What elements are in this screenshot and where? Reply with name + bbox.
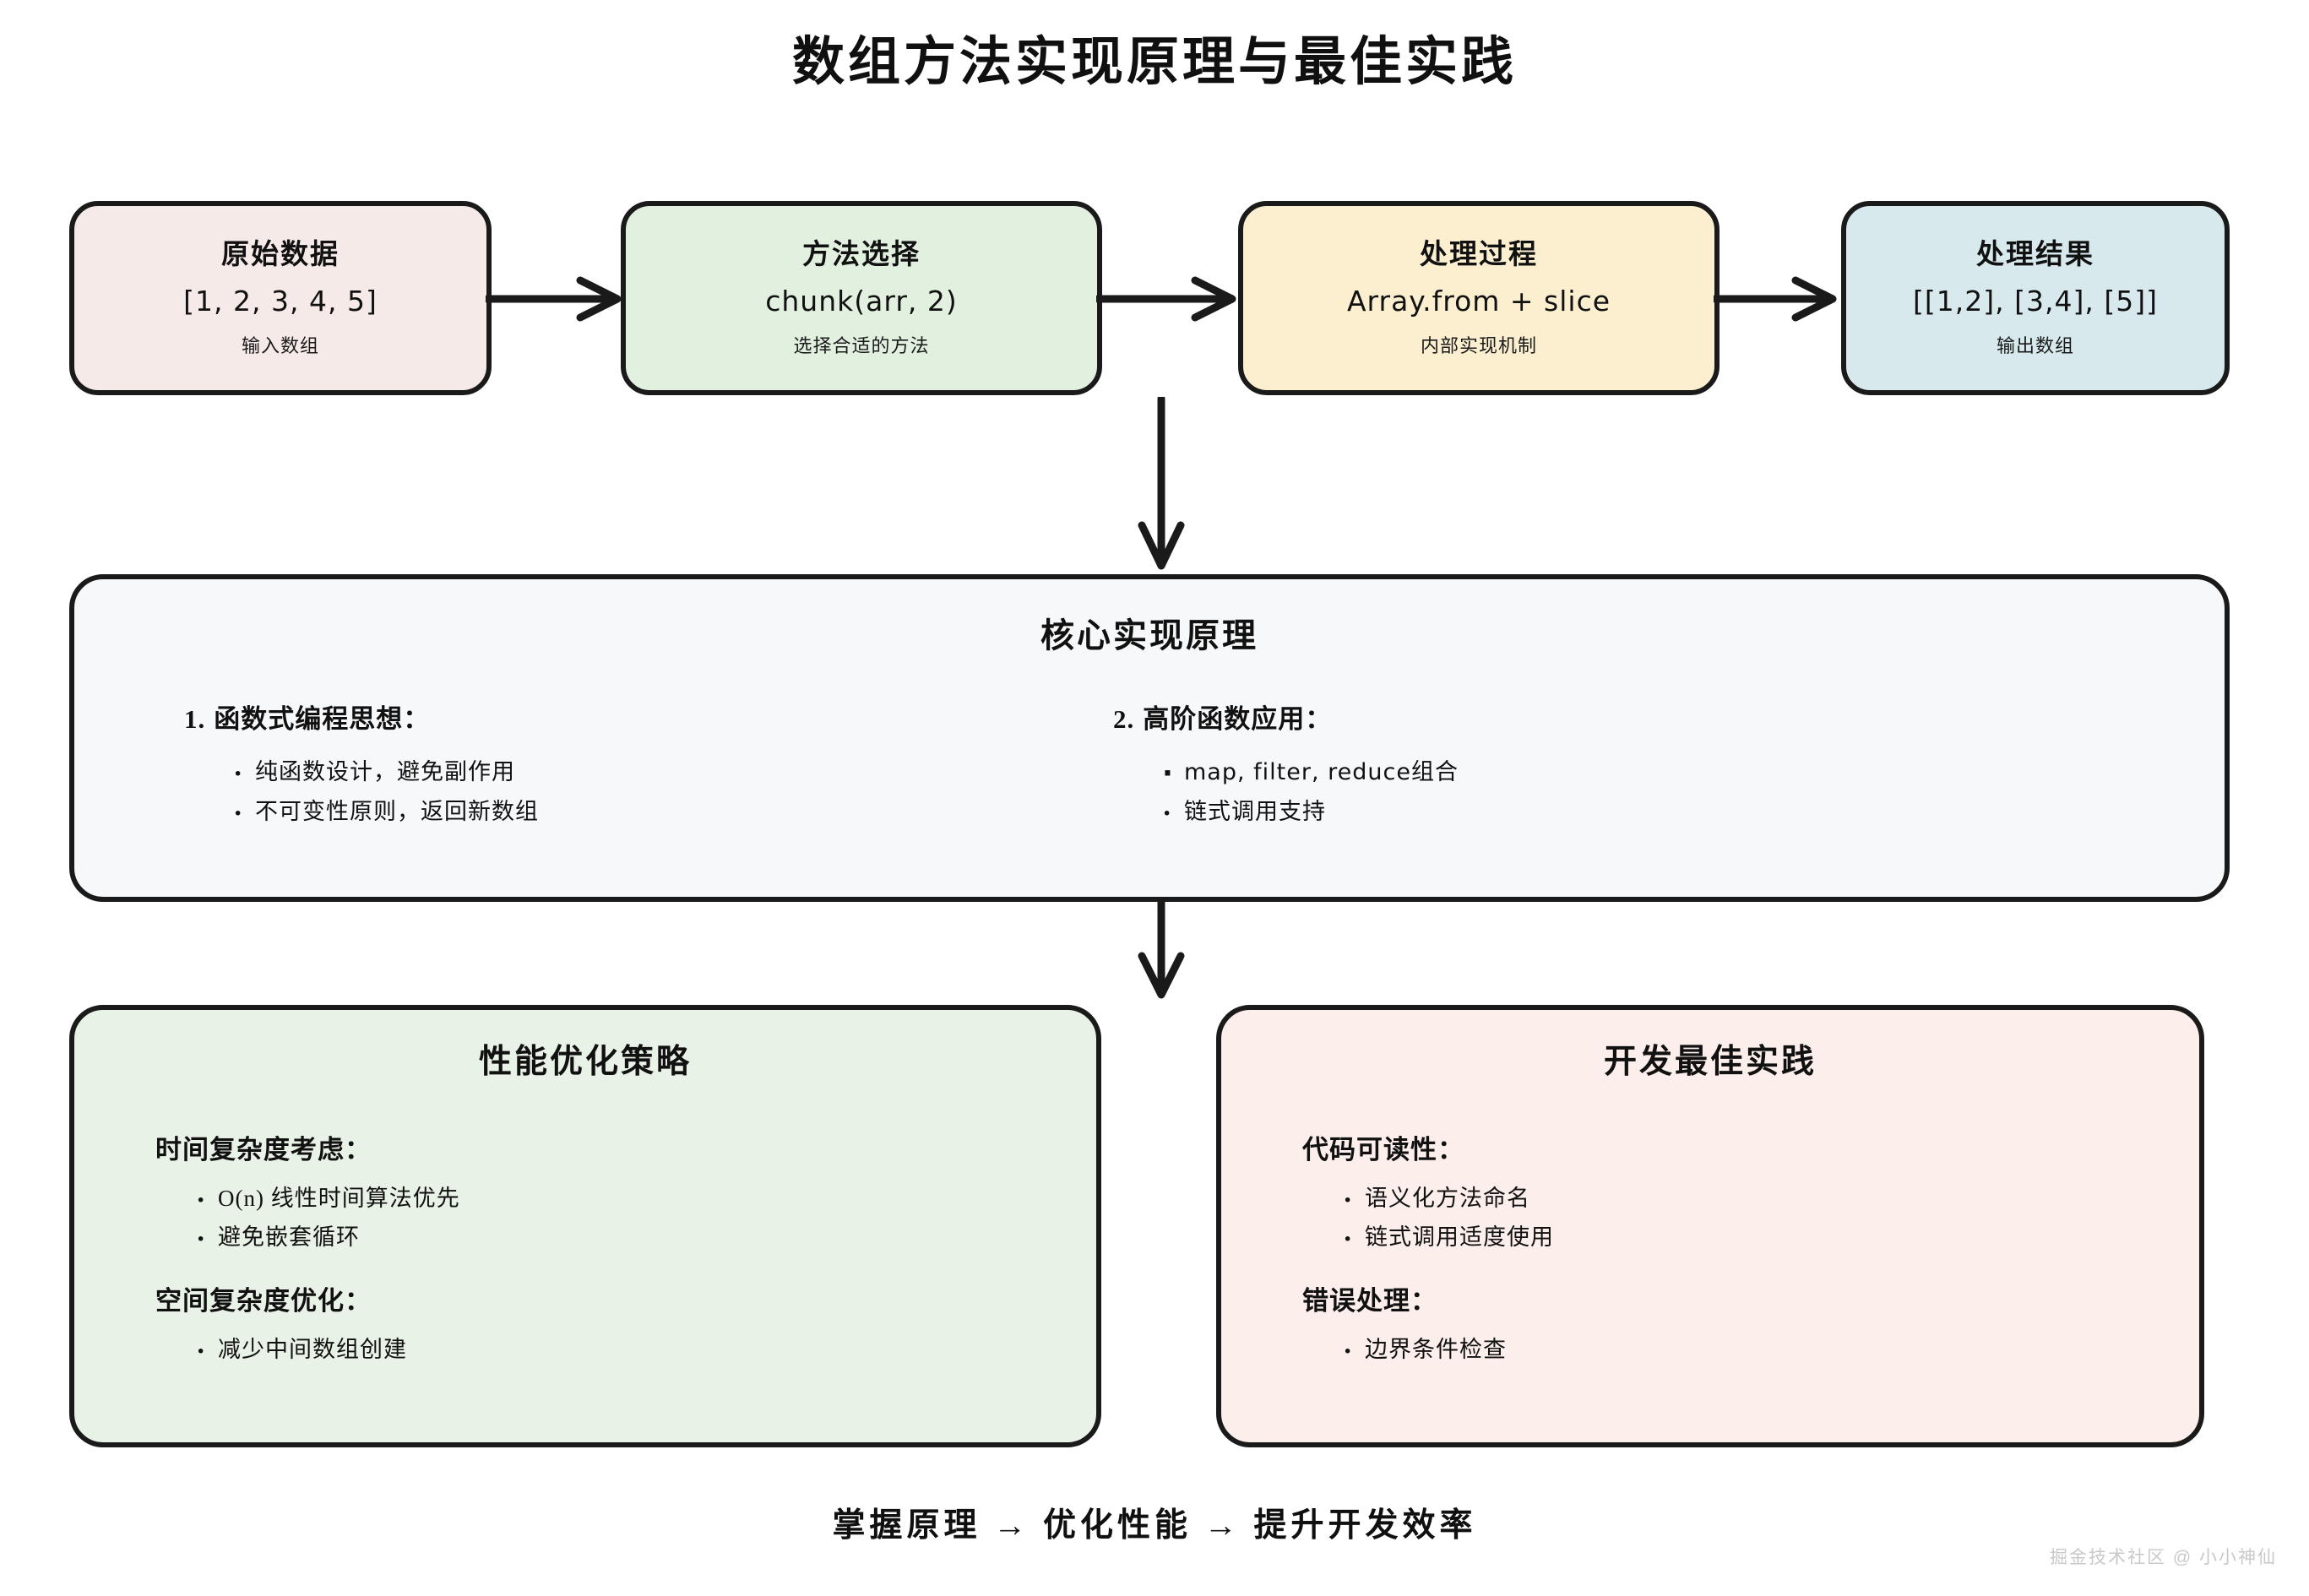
core-column-higher-order: 2. 高阶函数应用： map, filter, reduce组合 链式调用支持	[1113, 698, 2042, 839]
flow-node-result-caption: 输出数组	[1996, 334, 2074, 356]
flow-node-result-code: [[1,2], [3,4], [5]]	[1913, 285, 2158, 318]
performance-group-space-list: 减少中间数组创建	[155, 1327, 1096, 1376]
footer-summary: 掌握原理 → 优化性能 → 提升开发效率	[832, 1507, 1477, 1544]
best-practices-group-error-heading: 错误处理：	[1302, 1285, 1437, 1316]
core-column-functional-number: 1.	[184, 704, 206, 734]
core-column-higher-order-number: 2.	[1113, 704, 1135, 734]
best-practices-panel[interactable]: 开发最佳实践 代码可读性： 语义化方法命名 链式调用适度使用 错误处理： 边界条…	[1216, 1005, 2204, 1447]
core-panel-title: 核心实现原理	[1040, 616, 1258, 654]
core-column-higher-order-title: 高阶函数应用：	[1143, 704, 1333, 734]
list-item: 边界条件检查	[1343, 1327, 2199, 1376]
core-principles-panel[interactable]: 核心实现原理 1. 函数式编程思想： 纯函数设计，避免副作用 不可变性原则，返回新…	[69, 574, 2230, 902]
best-practices-group-readability-list: 语义化方法命名 链式调用适度使用	[1302, 1176, 2199, 1264]
list-item: 纯函数设计，避免副作用	[233, 749, 1113, 800]
best-practices-panel-title: 开发最佳实践	[1603, 1044, 1817, 1080]
list-item: 语义化方法命名	[1343, 1176, 2199, 1225]
flow-node-process-caption: 内部实现机制	[1420, 334, 1537, 356]
core-column-higher-order-heading: 2. 高阶函数应用：	[1113, 698, 2042, 736]
performance-panel-body: 时间复杂度考虑： O(n) 线性时间算法优先 避免嵌套循环 空间复杂度优化： 减…	[74, 1128, 1096, 1376]
flow-node-source-caption: 输入数组	[241, 334, 319, 356]
page-title: 数组方法实现原理与最佳实践	[791, 30, 1517, 92]
flow-node-method[interactable]: 方法选择 chunk(arr, 2) 选择合适的方法	[621, 201, 1102, 395]
performance-panel-title: 性能优化策略	[478, 1044, 692, 1080]
flow-node-source-code: [1, 2, 3, 4, 5]	[183, 285, 378, 318]
flow-node-result-heading: 处理结果	[1976, 240, 2094, 271]
flow-node-method-caption: 选择合适的方法	[793, 334, 930, 356]
list-item: 不可变性原则，返回新数组	[233, 789, 1113, 839]
flow-node-source[interactable]: 原始数据 [1, 2, 3, 4, 5] 输入数组	[69, 201, 492, 395]
list-item: map, filter, reduce组合	[1162, 749, 2042, 800]
best-practices-group-readability-heading: 代码可读性：	[1302, 1135, 1464, 1164]
arrow-down-icon-flow-to-core	[1138, 397, 1185, 570]
performance-panel[interactable]: 性能优化策略 时间复杂度考虑： O(n) 线性时间算法优先 避免嵌套循环 空间复…	[69, 1005, 1101, 1447]
core-column-functional-heading: 1. 函数式编程思想：	[184, 698, 1113, 736]
watermark: 掘金技术社区 @ 小小神仙	[2050, 1548, 2277, 1567]
performance-group-time-list: O(n) 线性时间算法优先 避免嵌套循环	[155, 1176, 1096, 1264]
flow-node-method-heading: 方法选择	[802, 240, 921, 271]
best-practices-group-error-list: 边界条件检查	[1302, 1327, 2199, 1376]
arrow-down-icon-core-to-panels	[1138, 900, 1185, 999]
core-column-functional: 1. 函数式编程思想： 纯函数设计，避免副作用 不可变性原则，返回新数组	[184, 698, 1113, 839]
flow-node-process-heading: 处理过程	[1420, 240, 1538, 271]
flow-node-result[interactable]: 处理结果 [[1,2], [3,4], [5]] 输出数组	[1841, 201, 2230, 395]
core-columns: 1. 函数式编程思想： 纯函数设计，避免副作用 不可变性原则，返回新数组 2. 高阶…	[74, 698, 2225, 839]
flow-node-process[interactable]: 处理过程 Array.from + slice 内部实现机制	[1238, 201, 1720, 395]
flow-node-method-code: chunk(arr, 2)	[765, 285, 958, 318]
best-practices-panel-body: 代码可读性： 语义化方法命名 链式调用适度使用 错误处理： 边界条件检查	[1221, 1128, 2199, 1376]
arrow-right-icon-process-to-result	[1714, 276, 1837, 322]
core-column-functional-title: 函数式编程思想：	[214, 704, 431, 734]
arrow-right-icon-method-to-process	[1096, 276, 1236, 322]
list-item: O(n) 线性时间算法优先	[196, 1176, 1096, 1225]
list-item: 链式调用支持	[1162, 789, 2042, 839]
list-item: 链式调用适度使用	[1343, 1215, 2199, 1264]
flow-node-source-heading: 原始数据	[221, 240, 340, 271]
core-column-functional-list: 纯函数设计，避免副作用 不可变性原则，返回新数组	[184, 749, 1113, 839]
flow-node-process-code: Array.from + slice	[1346, 285, 1611, 318]
list-item: 避免嵌套循环	[196, 1215, 1096, 1264]
list-item: 减少中间数组创建	[196, 1327, 1096, 1376]
core-column-higher-order-list: map, filter, reduce组合 链式调用支持	[1113, 749, 2042, 839]
performance-group-time-heading: 时间复杂度考虑：	[155, 1135, 372, 1164]
performance-group-space-heading: 空间复杂度优化：	[155, 1285, 372, 1316]
arrow-right-icon-source-to-method	[486, 276, 622, 322]
